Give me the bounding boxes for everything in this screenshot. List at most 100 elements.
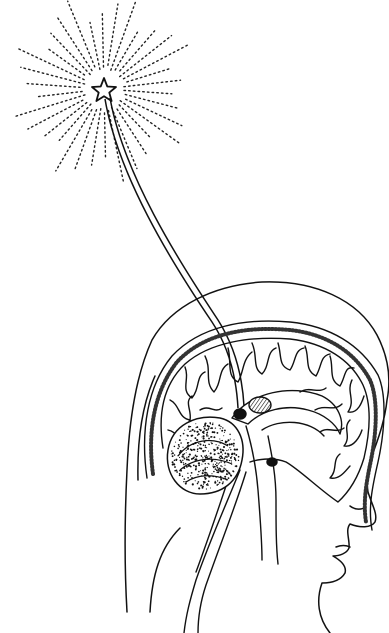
stipple-dot (225, 441, 227, 443)
stipple-dot (227, 439, 229, 441)
stipple-dot (210, 456, 212, 458)
stipple-dot (195, 423, 196, 424)
stipple-dot (224, 469, 225, 470)
stipple-dot (208, 428, 209, 429)
stipple-dot (191, 449, 193, 451)
star-ray (92, 109, 101, 165)
stipple-dot (216, 462, 218, 464)
stipple-dot (224, 458, 225, 459)
stipple-dot (195, 468, 196, 469)
stipple-dot (206, 456, 208, 458)
stipple-dot (198, 481, 200, 483)
stipple-dot (231, 462, 232, 463)
stipple-dot (198, 443, 199, 444)
stipple-dot (200, 448, 202, 450)
stipple-dot (220, 426, 221, 427)
stipple-dot (185, 463, 187, 465)
stipple-dot (229, 434, 230, 435)
stipple-dot (188, 456, 190, 458)
stipple-dot (196, 456, 197, 457)
stipple-dot (178, 446, 179, 447)
star-ray (125, 95, 178, 109)
stipple-dot (226, 456, 227, 457)
stipple-dot (186, 452, 187, 453)
stipple-dot (210, 428, 211, 429)
stipple-dot (224, 476, 226, 478)
stipple-dot (185, 483, 187, 485)
stipple-dot (206, 447, 207, 448)
stipple-dot (223, 446, 225, 448)
stipple-dot (207, 467, 208, 468)
stipple-dot (186, 457, 187, 458)
stipple-dot (191, 435, 193, 437)
stipple-dot (231, 456, 232, 457)
stipple-dot (216, 484, 218, 486)
stipple-dot (202, 457, 203, 458)
stipple-dot (219, 468, 221, 470)
stipple-dot (187, 435, 189, 437)
stipple-dot (222, 454, 223, 455)
stipple-dot (184, 478, 186, 480)
stipple-dot (172, 463, 174, 465)
stipple-dot (195, 465, 197, 467)
stipple-dot (233, 445, 235, 447)
stipple-dot (230, 457, 232, 459)
star-ray (13, 95, 85, 117)
stipple-dot (235, 460, 236, 461)
stipple-dot (212, 423, 213, 424)
stipple-dot (219, 462, 220, 463)
stipple-dot (200, 484, 202, 486)
stipple-dot (198, 487, 200, 489)
stipple-dot (202, 460, 203, 461)
stipple-dot (201, 456, 202, 457)
stipple-dot (229, 447, 230, 448)
stipple-dot (238, 456, 240, 458)
head-profile-icon (125, 282, 389, 633)
stipple-dot (211, 442, 212, 443)
stipple-dot (214, 453, 216, 455)
stipple-dot (183, 481, 184, 482)
stipple-dot (226, 470, 228, 472)
star-ray (117, 109, 146, 153)
stipple-dot (194, 430, 196, 432)
stipple-dot (211, 436, 213, 438)
stipple-dot (180, 460, 182, 462)
stipple-dot (183, 456, 184, 457)
stipple-dot (197, 449, 198, 450)
stipple-dot (206, 488, 207, 489)
stipple-dot (234, 449, 236, 451)
stipple-dot (182, 476, 183, 477)
stipple-dot (206, 432, 208, 434)
stipple-dot (205, 429, 207, 431)
stipple-dot (222, 427, 223, 428)
stipple-dot (205, 477, 206, 478)
stipple-dot (200, 470, 201, 471)
stipple-dot (220, 448, 222, 450)
stipple-dot (212, 443, 213, 444)
stipple-dot (197, 445, 198, 446)
stipple-dot (206, 435, 207, 436)
stipple-dot (204, 423, 206, 425)
stipple-dot (230, 439, 231, 440)
stipple-dot (217, 453, 219, 455)
stipple-dot (197, 483, 199, 485)
stipple-dot (201, 464, 202, 465)
stipple-dot (203, 444, 205, 446)
stipple-dot (171, 453, 172, 454)
stipple-dot (210, 488, 211, 489)
stipple-dot (220, 428, 221, 429)
stipple-dot (205, 445, 206, 446)
stipple-dot (174, 470, 176, 472)
stipple-dot (175, 442, 176, 443)
stipple-dot (204, 455, 206, 457)
stipple-dot (172, 462, 173, 463)
stipple-dot (180, 435, 182, 437)
stipple-dot (196, 426, 198, 428)
stipple-dot (188, 448, 189, 449)
stipple-dot (220, 451, 222, 453)
stipple-dot (226, 473, 228, 475)
stipple-dot (204, 428, 206, 430)
star-ray (27, 84, 80, 88)
stipple-dot (235, 450, 236, 451)
